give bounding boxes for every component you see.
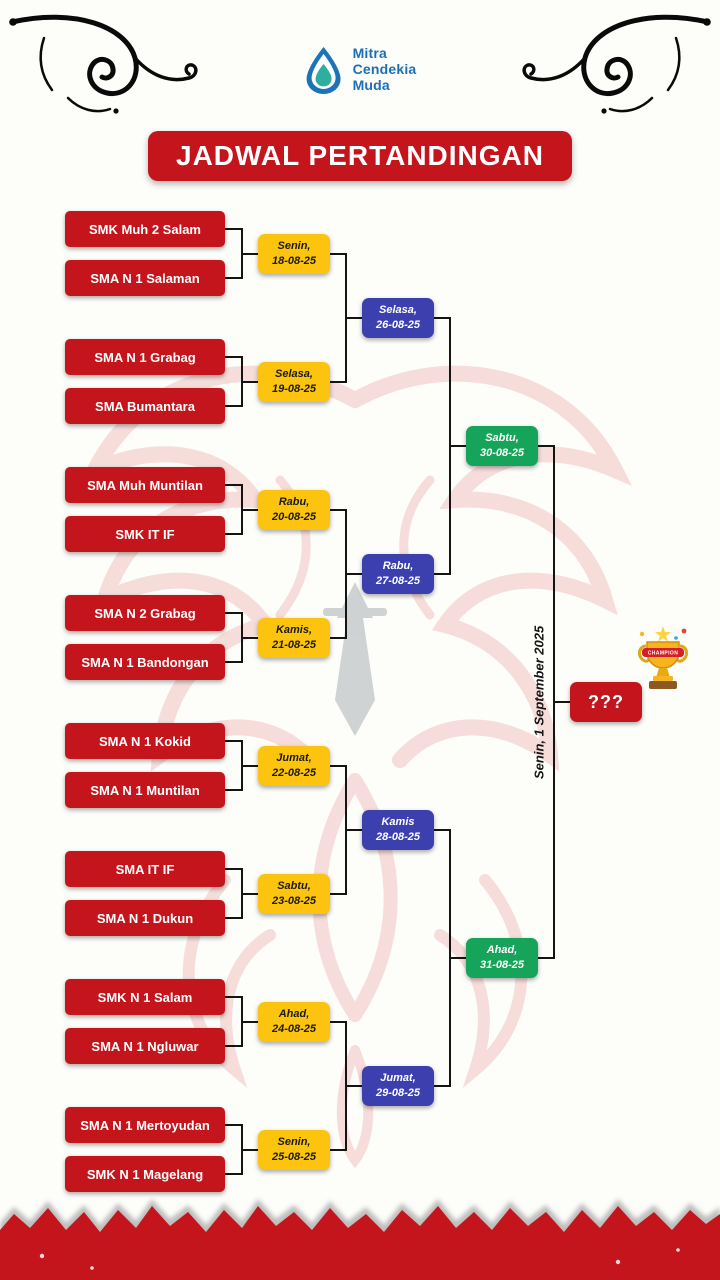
round2-date-box: Jumat, 29-08-25 <box>362 1066 434 1106</box>
match-date: 20-08-25 <box>271 511 317 523</box>
round2-date-box: Kamis 28-08-25 <box>362 810 434 850</box>
trophy-ribbon-label: CHAMPION <box>648 651 678 657</box>
match-day: Senin, <box>277 239 311 252</box>
logo-line-3: Muda <box>352 76 390 93</box>
round1-date-box: Selasa, 19-08-25 <box>258 362 330 402</box>
match-day: Ahad, <box>278 1007 310 1020</box>
team-box: SMA IT IF <box>65 851 225 887</box>
round1-date-box: Senin, 18-08-25 <box>258 234 330 274</box>
logo-drop-icon <box>306 47 341 94</box>
match-date: 19-08-25 <box>271 383 317 395</box>
team-box: SMA N 1 Dukun <box>65 900 225 936</box>
match-date: 21-08-25 <box>271 639 317 651</box>
match-date: 22-08-25 <box>271 767 317 779</box>
page-title: JADWAL PERTANDINGAN <box>176 140 544 171</box>
round1-date-box: Sabtu, 23-08-25 <box>258 874 330 914</box>
match-date: 25-08-25 <box>271 1151 317 1163</box>
team-box: SMK N 1 Salam <box>65 979 225 1015</box>
match-date: 29-08-25 <box>375 1087 421 1099</box>
match-day: Jumat, <box>380 1071 416 1084</box>
match-date: 26-08-25 <box>375 319 421 331</box>
match-day: Senin, <box>277 1135 311 1148</box>
champion-placeholder: ??? <box>570 682 642 722</box>
team-box: SMK IT IF <box>65 516 225 552</box>
team-box: SMK N 1 Magelang <box>65 1156 225 1192</box>
team-box: SMK Muh 2 Salam <box>65 211 225 247</box>
match-day: Rabu, <box>278 495 310 508</box>
round3-date-box: Ahad, 31-08-25 <box>466 938 538 978</box>
match-date: 28-08-25 <box>375 831 421 843</box>
corner-flourish-right-icon <box>522 14 711 114</box>
team-box: SMA N 1 Kokid <box>65 723 225 759</box>
match-day: Selasa, <box>379 303 417 316</box>
team-box: SMA N 1 Bandongan <box>65 644 225 680</box>
match-day: Jumat, <box>276 751 312 764</box>
match-day: Ahad, <box>486 943 518 956</box>
match-date: 23-08-25 <box>271 895 317 907</box>
round2-date-box: Rabu, 27-08-25 <box>362 554 434 594</box>
match-day: Kamis <box>381 815 415 828</box>
round3-date-box: Sabtu, 30-08-25 <box>466 426 538 466</box>
match-day: Rabu, <box>382 559 414 572</box>
team-box: SMA N 1 Muntilan <box>65 772 225 808</box>
match-date: 30-08-25 <box>479 447 525 459</box>
match-date: 27-08-25 <box>375 575 421 587</box>
match-date: 24-08-25 <box>271 1023 317 1035</box>
match-day: Kamis, <box>275 623 313 636</box>
round2-date-box: Selasa, 26-08-25 <box>362 298 434 338</box>
team-box: SMA Bumantara <box>65 388 225 424</box>
match-day: Sabtu, <box>277 879 311 892</box>
logo-line-2: Cendekia <box>352 61 417 78</box>
team-box: SMA N 1 Ngluwar <box>65 1028 225 1064</box>
match-date: 31-08-25 <box>479 959 525 971</box>
round1-date-box: Senin, 25-08-25 <box>258 1130 330 1170</box>
logo-text: Mitra Cendekia Muda <box>353 46 417 93</box>
round1-date-box: Ahad, 24-08-25 <box>258 1002 330 1042</box>
match-date: 18-08-25 <box>271 255 317 267</box>
team-box: SMA N 2 Grabag <box>65 595 225 631</box>
match-day: Selasa, <box>275 367 313 380</box>
match-day: Sabtu, <box>485 431 519 444</box>
title-banner: JADWAL PERTANDINGAN <box>148 131 572 181</box>
team-box: SMA N 1 Salaman <box>65 260 225 296</box>
round1-date-box: Jumat, 22-08-25 <box>258 746 330 786</box>
logo: Mitra Cendekia Muda <box>304 46 417 94</box>
logo-line-1: Mitra <box>352 45 388 62</box>
trophy-icon: CHAMPION <box>638 626 688 689</box>
corner-flourish-left-icon <box>9 14 198 114</box>
team-box: SMA N 1 Grabag <box>65 339 225 375</box>
team-box: SMA N 1 Mertoyudan <box>65 1107 225 1143</box>
round1-date-box: Kamis, 21-08-25 <box>258 618 330 658</box>
round1-date-box: Rabu, 20-08-25 <box>258 490 330 530</box>
team-box: SMA Muh Muntilan <box>65 467 225 503</box>
